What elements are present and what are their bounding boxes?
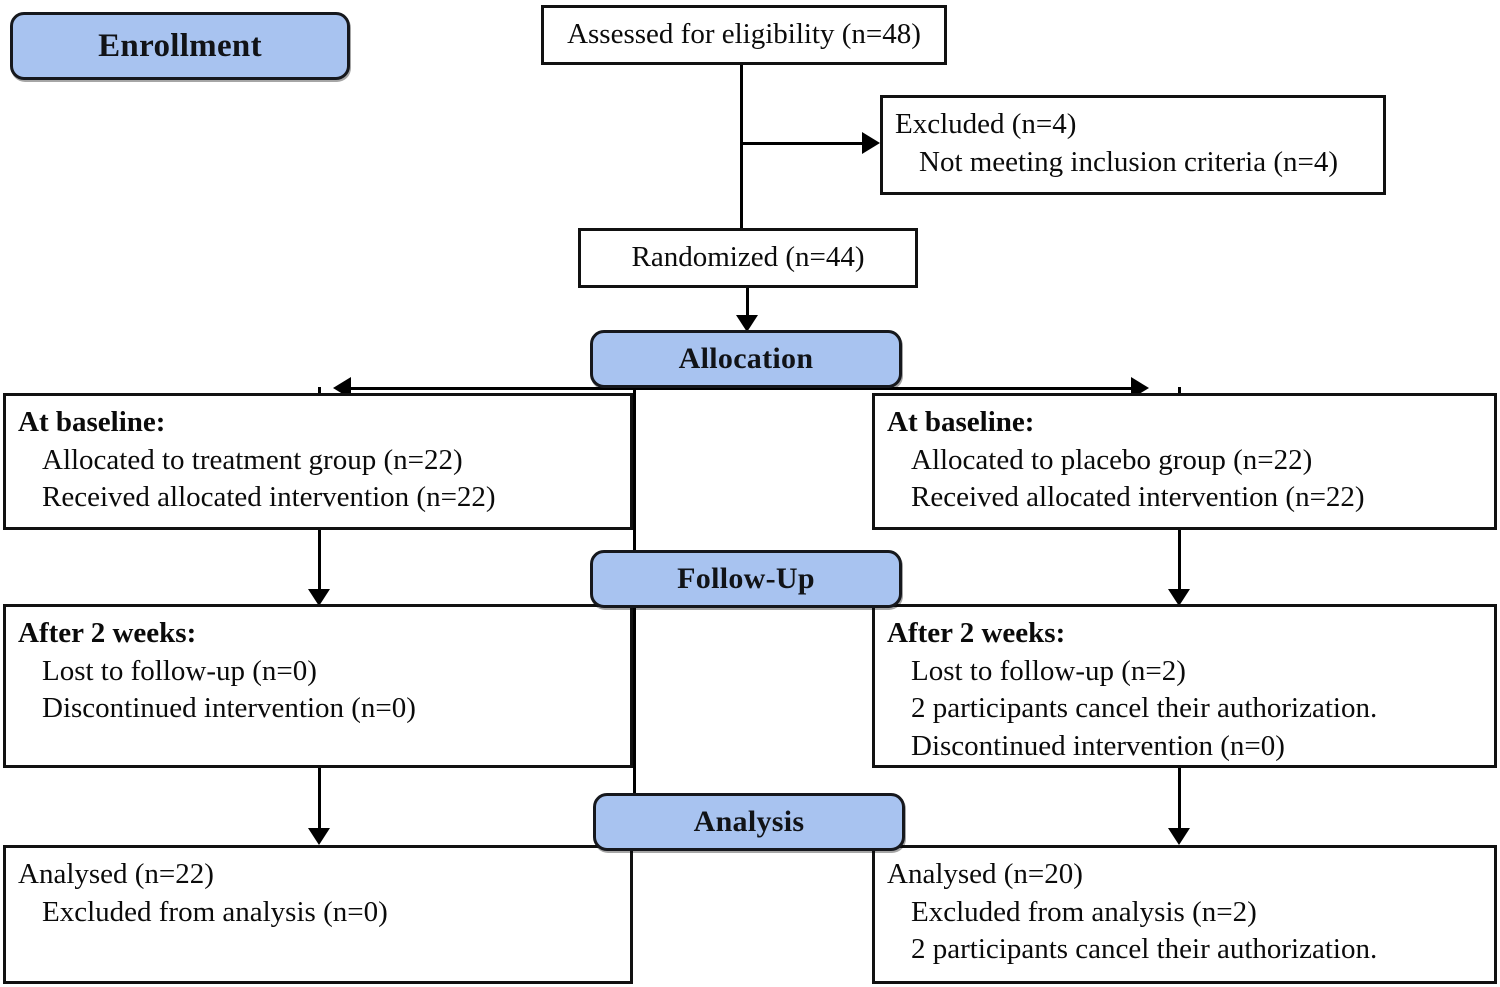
- node-line: At baseline:: [887, 406, 1035, 438]
- stage-label-allocation: Allocation: [678, 342, 814, 375]
- arrowhead-right-followup: [1168, 589, 1190, 606]
- node-line: 2 participants cancel their authorizatio…: [911, 692, 1378, 725]
- stage-banner-followup: Follow-Up: [590, 550, 902, 608]
- connector-followup-center-stem: [633, 606, 636, 798]
- connector-left-alloc-to-followup: [318, 530, 321, 598]
- node-allocation-treatment: At baseline: Allocated to treatment grou…: [3, 393, 633, 530]
- node-line: After 2 weeks:: [887, 617, 1066, 649]
- stage-label-followup: Follow-Up: [677, 562, 815, 595]
- connector-randomized-to-allocation: [746, 286, 749, 326]
- arrowhead-to-excluded: [862, 132, 880, 154]
- node-line: Excluded from analysis (n=0): [42, 895, 388, 928]
- node-excluded: Excluded (n=4) Not meeting inclusion cri…: [880, 95, 1386, 195]
- node-line: 2 participants cancel their authorizatio…: [911, 933, 1378, 966]
- connector-allocation-split: [345, 387, 1145, 390]
- connector-left-followup-to-analysis: [318, 768, 321, 836]
- node-followup-placebo: After 2 weeks: Lost to follow-up (n=2) 2…: [872, 604, 1497, 768]
- node-line: Allocated to treatment group (n=22): [42, 443, 463, 476]
- node-line: Excluded from analysis (n=2): [911, 895, 1257, 928]
- node-line: After 2 weeks:: [18, 617, 197, 649]
- connector-excluded-branch: [740, 142, 864, 145]
- arrowhead-right-analysis: [1168, 828, 1190, 845]
- stage-banner-allocation: Allocation: [590, 330, 902, 388]
- node-assessed-for-eligibility: Assessed for eligibility (n=48): [541, 5, 947, 65]
- node-line: Received allocated intervention (n=22): [42, 481, 496, 514]
- node-analysis-treatment: Analysed (n=22) Excluded from analysis (…: [3, 845, 633, 984]
- stage-banner-analysis: Analysis: [593, 793, 905, 851]
- stage-banner-enrollment: Enrollment: [10, 12, 350, 80]
- stage-label-enrollment: Enrollment: [98, 27, 262, 64]
- node-randomized: Randomized (n=44): [578, 228, 918, 288]
- node-line: Analysed (n=22): [18, 858, 214, 890]
- node-followup-treatment: After 2 weeks: Lost to follow-up (n=0) D…: [3, 604, 633, 768]
- node-line: Analysed (n=20): [887, 858, 1083, 890]
- node-line: Excluded (n=4): [895, 108, 1077, 140]
- connector-right-alloc-to-followup: [1178, 530, 1181, 598]
- node-line: Assessed for eligibility (n=48): [567, 18, 921, 51]
- arrowhead-to-allocation: [736, 315, 758, 332]
- node-line: Received allocated intervention (n=22): [911, 481, 1365, 514]
- arrowhead-left-analysis: [308, 828, 330, 845]
- node-line: At baseline:: [18, 406, 166, 438]
- node-allocation-placebo: At baseline: Allocated to placebo group …: [872, 393, 1497, 530]
- connector-allocation-drop-left: [318, 387, 321, 395]
- node-line: Discontinued intervention (n=0): [42, 692, 416, 725]
- node-line: Lost to follow-up (n=2): [911, 654, 1186, 687]
- arrowhead-left-followup: [308, 589, 330, 606]
- stage-label-analysis: Analysis: [693, 805, 805, 838]
- connector-allocation-drop-right: [1178, 387, 1181, 395]
- node-line: Not meeting inclusion criteria (n=4): [919, 145, 1339, 178]
- node-line: Discontinued intervention (n=0): [911, 730, 1285, 763]
- connector-allocation-center-stem: [633, 387, 636, 557]
- node-analysis-placebo: Analysed (n=20) Excluded from analysis (…: [872, 845, 1497, 984]
- connector-right-followup-to-analysis: [1178, 768, 1181, 836]
- connector-assessed-trunk: [740, 65, 743, 233]
- node-line: Lost to follow-up (n=0): [42, 654, 317, 687]
- node-line: Allocated to placebo group (n=22): [911, 443, 1313, 476]
- node-line: Randomized (n=44): [631, 241, 865, 274]
